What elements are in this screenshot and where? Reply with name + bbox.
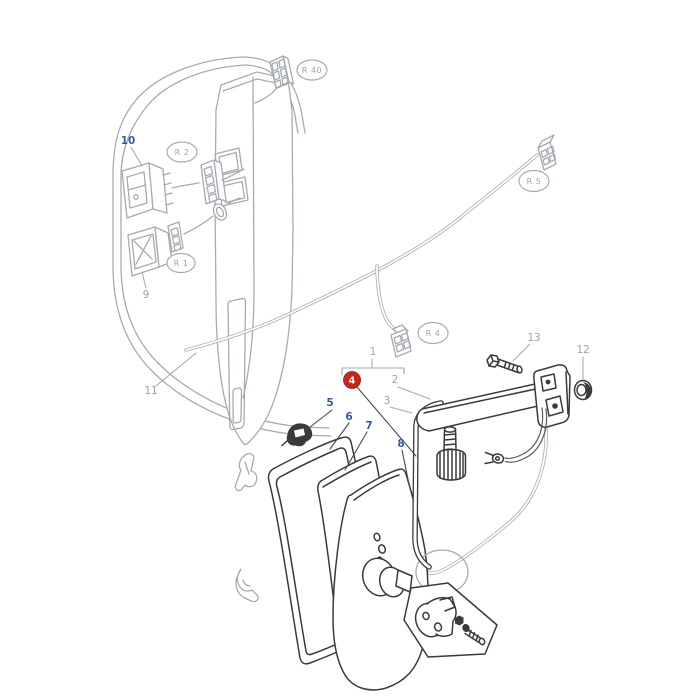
part-label-13: 13: [527, 332, 540, 344]
ref-label-r4: R 4: [417, 321, 449, 345]
pillar-trim: [214, 71, 294, 446]
ref-label-r1: R 1: [166, 252, 196, 274]
wiring-harness-part-11: [184, 153, 539, 352]
mirror-motor-cable: [407, 418, 548, 575]
door-frame: [112, 56, 332, 437]
ref-label-r5: R 5: [518, 169, 550, 193]
part-label-3: 3: [384, 395, 391, 407]
brace-part-1: [341, 358, 405, 376]
part-label-10[interactable]: 10: [121, 135, 136, 147]
connector-switch-9: [167, 221, 184, 253]
connector-10-pigtail: [221, 168, 245, 181]
arm-bracket: [533, 364, 571, 428]
connector-r40: [254, 55, 295, 104]
bolt-part-13: [486, 354, 523, 374]
ref-label-r5-text: R 5: [527, 177, 542, 186]
leader-lines: [130, 146, 584, 485]
pillar-slot: [227, 297, 247, 431]
part-label-8[interactable]: 8: [397, 438, 404, 450]
clamp-bolt: [462, 623, 486, 646]
ref-label-r40: R 40: [296, 59, 328, 81]
part-label-5[interactable]: 5: [326, 397, 333, 409]
rocker-switch-part-10: [121, 162, 174, 219]
switch-10-wire: [171, 182, 200, 189]
connector-switch-10: [200, 159, 227, 205]
highlighted-part-4-text: 4: [349, 376, 356, 387]
ref-label-r1-text: R 1: [174, 259, 189, 268]
wing-clamp-part-5: [281, 423, 313, 447]
part-label-9: 9: [143, 289, 150, 301]
part-label-7[interactable]: 7: [365, 420, 372, 432]
thumb-screw: [436, 426, 467, 481]
mirror-housing-part-8: [332, 468, 429, 691]
part-label-2: 2: [392, 374, 399, 386]
grommet: [212, 203, 228, 221]
ref-label-r40-text: R 40: [302, 66, 322, 75]
ref-label-r4-text: R 4: [426, 329, 441, 338]
nut-part-12: [573, 379, 593, 401]
connector-r4: [390, 324, 412, 358]
housing-pivot-knob: [361, 557, 413, 598]
arm-body-part-2: [416, 381, 552, 432]
clip-lower: [235, 568, 259, 603]
clip-upper: [234, 452, 258, 492]
part-label-6[interactable]: 6: [345, 411, 352, 423]
connector-9-pigtail: [183, 215, 214, 235]
ref-label-r2-text: R 2: [175, 148, 190, 157]
part-label-12: 12: [576, 344, 589, 356]
mirror-arm-assembly: [412, 354, 593, 570]
clamp-block: [414, 596, 457, 638]
part-label-11: 11: [144, 385, 157, 397]
inset-hardware-panel: [403, 582, 498, 658]
part-label-1: 1: [370, 346, 377, 358]
ref-label-r2: R 2: [166, 141, 198, 163]
highlighted-part-4-badge[interactable]: 4: [343, 371, 361, 389]
clamp-nut: [455, 615, 464, 626]
switch-part-9: [127, 226, 173, 277]
ground-wire-terminal: [484, 407, 548, 465]
connector-r5: [537, 134, 557, 171]
